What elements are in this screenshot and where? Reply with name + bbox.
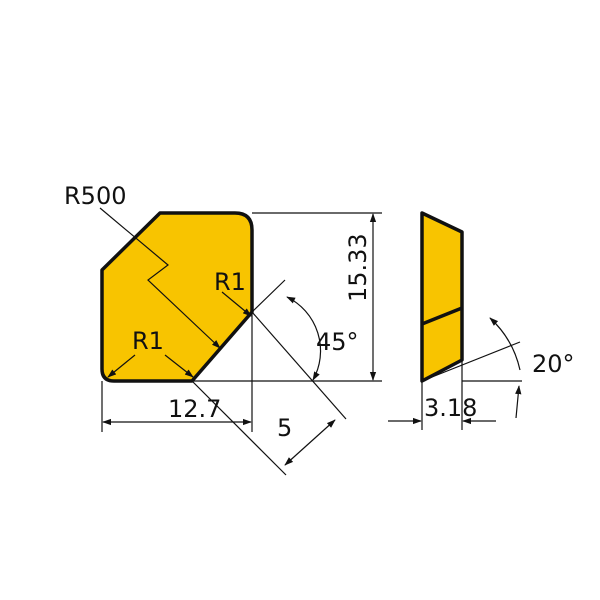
height-label: 15.33 — [344, 233, 372, 302]
chamfer-length-ext-1 — [251, 311, 347, 420]
chamfer-extension-line — [251, 279, 286, 313]
r500-label: R500 — [64, 182, 126, 210]
clearance-angle-label: 20° — [532, 350, 575, 378]
clearance-angle-arrow-lower — [515, 385, 522, 419]
r500-leader — [99, 207, 221, 349]
chamfer-length-ext-2 — [191, 380, 287, 476]
clearance-angle-arc — [489, 317, 521, 371]
side-view-inner-line — [421, 306, 463, 326]
insert-side-view — [420, 211, 464, 383]
chamfer-angle-arc — [286, 296, 322, 381]
r1-lower-label: R1 — [132, 327, 164, 355]
chamfer-length-dimension-line — [284, 419, 336, 466]
clearance-extension-line — [421, 341, 521, 382]
r1-upper-leader — [221, 291, 252, 317]
r1-lower-leader-right — [164, 354, 194, 378]
r1-lower-leader-left — [107, 354, 136, 378]
insert-front-view — [100, 211, 254, 383]
chamfer-angle-label: 45° — [316, 328, 359, 356]
r1-upper-label: R1 — [214, 268, 246, 296]
thickness-label: 3.18 — [424, 394, 477, 422]
length-label: 12.7 — [168, 395, 221, 423]
chamfer-length-label: 5 — [277, 414, 292, 442]
